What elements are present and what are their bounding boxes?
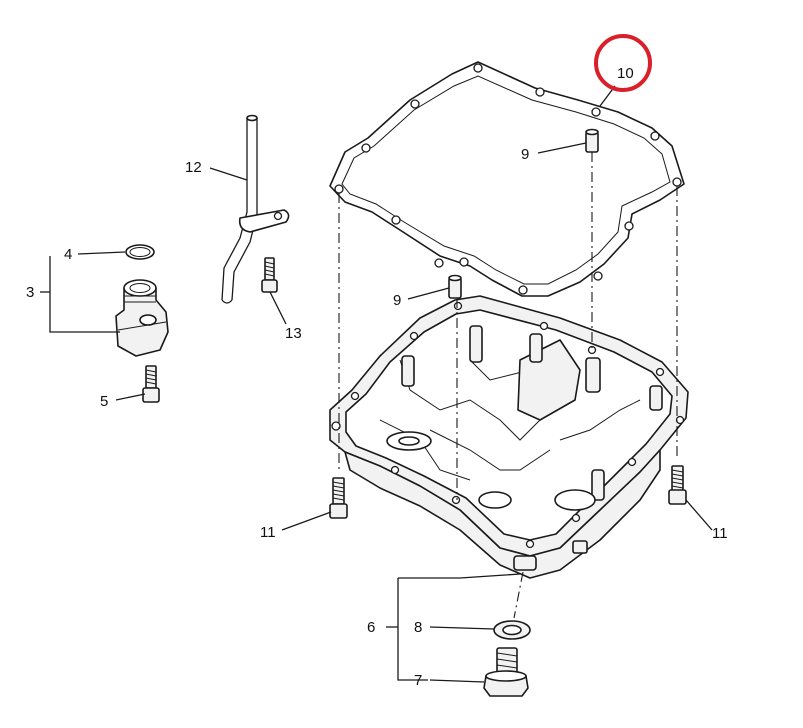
callout-3: 3 (26, 284, 34, 301)
callout-9-lower: 9 (393, 292, 401, 309)
oil-pipe (221, 114, 290, 304)
callout-4: 4 (64, 246, 72, 263)
bolt-13 (261, 257, 278, 293)
leader-lines (40, 85, 713, 683)
callout-7: 7 (414, 672, 422, 689)
bolt-11-left (329, 477, 348, 519)
drain-bolt (483, 647, 529, 697)
oil-pan (329, 295, 689, 579)
oil-strainer-assembly (115, 244, 169, 403)
callout-labels: 10 9 9 12 13 4 3 5 11 11 6 8 7 (26, 65, 728, 689)
callout-10: 10 (617, 65, 634, 82)
callout-5: 5 (100, 393, 108, 410)
callout-9-upper: 9 (521, 146, 529, 163)
dowel-pin-lower (448, 274, 462, 299)
highlight-circle (594, 34, 652, 92)
callout-11-left: 11 (260, 524, 276, 541)
drain-bolt-washer (493, 620, 531, 640)
oil-pan-gasket (329, 61, 685, 297)
callout-11-right: 11 (712, 525, 728, 542)
callout-8: 8 (414, 619, 422, 636)
callout-6: 6 (367, 619, 375, 636)
dowel-pin-upper (585, 128, 599, 153)
bolt-11-right (668, 465, 687, 505)
alignment-lines (338, 152, 678, 619)
callout-12: 12 (185, 159, 202, 176)
callout-13: 13 (285, 325, 302, 342)
